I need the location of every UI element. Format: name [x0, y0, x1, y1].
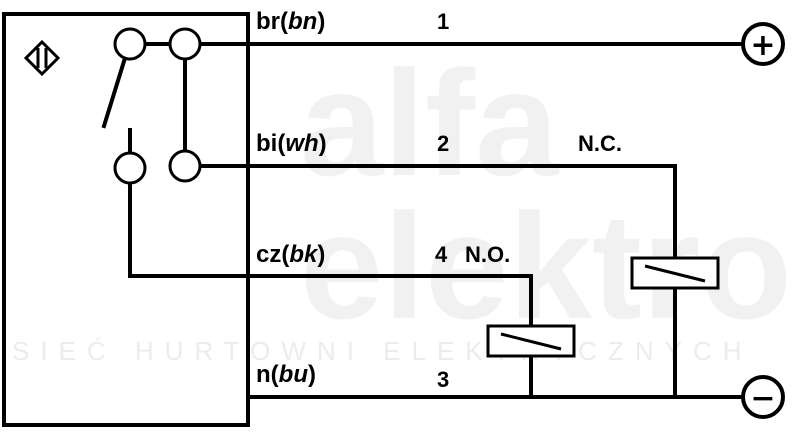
plus-symbol: + — [750, 28, 775, 63]
nc-contact-label: N.C. — [578, 131, 622, 156]
wire-label-bk: cz(bk) — [256, 241, 325, 268]
external-wires — [246, 42, 742, 399]
terminal-number-2: 2 — [437, 131, 449, 156]
load-no — [486, 324, 576, 358]
no-contact-label: N.O. — [465, 242, 510, 267]
internal-switch — [101, 27, 250, 278]
terminal-number-4: 4 — [435, 242, 448, 267]
terminal-number-1: 1 — [437, 9, 449, 34]
watermark-tagline: SIEĆ HURTOWNI ELEKTRYCZNYCH — [12, 336, 753, 366]
terminal-number-3: 3 — [437, 367, 449, 392]
sensor-housing — [2, 12, 250, 427]
minus-symbol: − — [750, 381, 775, 416]
contact-node-no — [113, 151, 147, 185]
inductive-sensor-icon — [23, 39, 61, 77]
switch-lever — [101, 55, 128, 129]
wire-label-wh: bi(wh) — [256, 130, 327, 157]
contact-node-common-left — [113, 27, 147, 61]
load-nc — [630, 256, 720, 290]
plus-terminal: + — [741, 22, 785, 66]
watermark-line-1: alfa — [300, 39, 560, 207]
wire-label-bn: br(bn) — [256, 8, 325, 35]
contact-node-common-right — [168, 27, 202, 61]
minus-terminal: − — [741, 375, 785, 419]
wire-label-bu: n(bu) — [256, 361, 316, 388]
contact-node-nc — [168, 149, 202, 183]
